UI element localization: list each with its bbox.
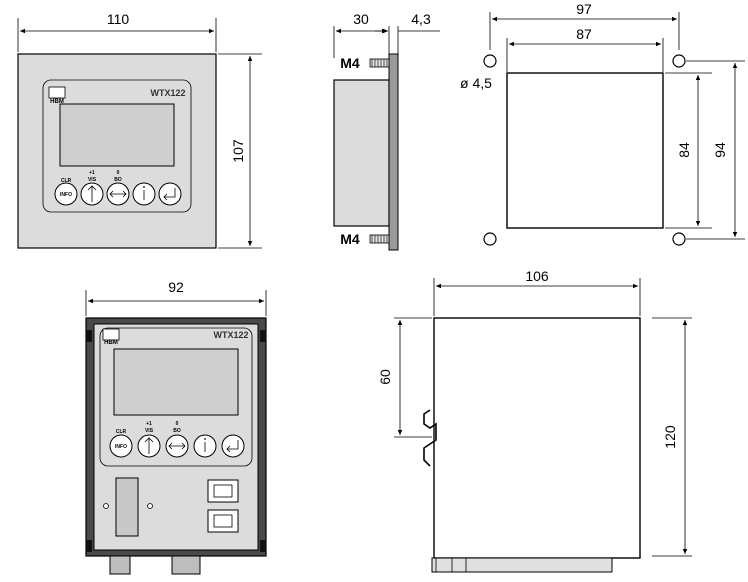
side-front-label: 4,3 bbox=[411, 11, 431, 27]
din-bottom-connector bbox=[171, 555, 201, 575]
front-bo-label: BO bbox=[114, 177, 122, 183]
mount-hole-icon bbox=[483, 232, 497, 246]
din-plus1-label: +1 bbox=[146, 421, 152, 427]
front-logo-text: HBM bbox=[50, 99, 64, 105]
din-display bbox=[113, 348, 239, 416]
din-rail-clip bbox=[423, 409, 437, 467]
din-clip bbox=[86, 330, 92, 342]
side-depth-label: 30 bbox=[353, 11, 369, 27]
screw-icon bbox=[103, 503, 109, 509]
cutout-inner-width-label: 87 bbox=[576, 26, 592, 42]
mount-hole-icon bbox=[483, 54, 497, 68]
din-clip bbox=[86, 540, 92, 552]
din-connector-slot bbox=[115, 477, 139, 537]
din-side-height-label: 120 bbox=[662, 425, 678, 449]
cutout-rectangle bbox=[506, 72, 664, 229]
front-info-button: INFO bbox=[54, 182, 78, 206]
mount-hole-icon bbox=[672, 54, 686, 68]
side-front-plate bbox=[388, 53, 399, 251]
rj45-port-icon bbox=[207, 509, 239, 533]
side-body bbox=[333, 79, 390, 227]
front-view: 110 HBM WTX122 CLR +1 VIS 0 BO INFO bbox=[17, 11, 262, 249]
cutout-view: 97 87 ø 4,5 84 94 bbox=[460, 1, 745, 246]
svg-text:INFO: INFO bbox=[60, 192, 72, 198]
svg-text:INFO: INFO bbox=[115, 444, 127, 450]
side-screw-top bbox=[369, 58, 390, 68]
cutout-hole-label: ø 4,5 bbox=[460, 75, 492, 91]
din-side-base bbox=[431, 557, 613, 573]
din-front-view: 92 HBM WTX122 CLR +1 VIS 0 BO INFO bbox=[85, 279, 267, 575]
front-plus1-label: +1 bbox=[89, 170, 95, 176]
front-zero-button bbox=[106, 182, 130, 206]
front-bezel bbox=[42, 79, 192, 213]
mount-hole-icon bbox=[672, 232, 686, 246]
front-display bbox=[59, 103, 175, 167]
hbm-logo-icon bbox=[48, 86, 66, 99]
side-screw-bottom-label: M4 bbox=[340, 231, 360, 247]
front-brand-label: WTX122 bbox=[150, 88, 185, 98]
front-width-label: 110 bbox=[107, 11, 130, 27]
din-info-button: INFO bbox=[109, 434, 133, 458]
din-width-label: 92 bbox=[168, 279, 184, 295]
side-screw-top-label: M4 bbox=[340, 55, 360, 71]
cutout-outer-width-label: 97 bbox=[576, 1, 592, 17]
din-zero-label: 0 bbox=[176, 421, 179, 427]
din-clip bbox=[260, 330, 266, 342]
cutout-outer-height-label: 94 bbox=[712, 142, 728, 158]
din-rail-label: 60 bbox=[377, 369, 393, 385]
screw-icon bbox=[147, 503, 153, 509]
front-vis-label: VIS bbox=[88, 177, 97, 183]
din-clip bbox=[260, 540, 266, 552]
din-logo-text: HBM bbox=[104, 340, 118, 346]
din-side-view: 106 60 120 bbox=[377, 268, 692, 573]
front-plus1-button bbox=[80, 182, 104, 206]
din-side-width-label: 106 bbox=[525, 268, 549, 284]
din-bezel bbox=[99, 327, 253, 467]
rj45-port-icon bbox=[207, 479, 239, 503]
front-zero-label: 0 bbox=[117, 170, 120, 176]
front-enter-button bbox=[158, 182, 182, 206]
din-bo-label: BO bbox=[173, 428, 181, 434]
din-zero-button bbox=[165, 434, 189, 458]
din-clr-label: CLR bbox=[116, 429, 127, 435]
din-bottom-connector bbox=[109, 555, 131, 575]
front-height-label: 107 bbox=[230, 139, 246, 163]
side-screw-bottom bbox=[369, 234, 390, 244]
din-vis-label: VIS bbox=[145, 428, 154, 434]
din-enter-button bbox=[221, 434, 245, 458]
din-plus1-button bbox=[137, 434, 161, 458]
side-view: 30 4,3 M4 M4 bbox=[333, 11, 440, 251]
cutout-inner-height-label: 84 bbox=[676, 142, 692, 158]
hbm-logo-icon bbox=[102, 328, 120, 341]
din-side-body bbox=[433, 317, 641, 559]
front-clr-label: CLR bbox=[61, 178, 72, 184]
din-info-i-button bbox=[193, 434, 217, 458]
front-info-i-button bbox=[132, 182, 156, 206]
din-brand-label: WTX122 bbox=[213, 330, 248, 340]
